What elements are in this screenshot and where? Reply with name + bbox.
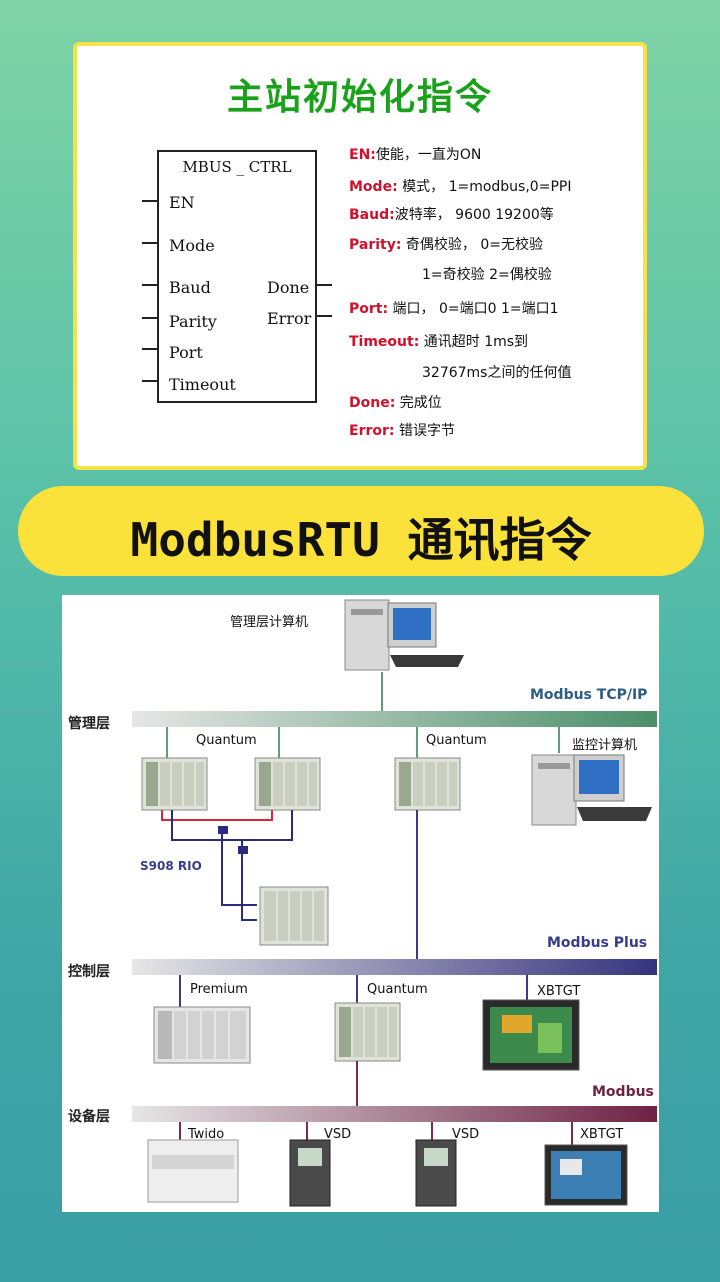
xbtgt-hmi-icon: [482, 999, 580, 1071]
net-tcp-label: Modbus TCP/IP: [530, 687, 648, 703]
desc-done: Done: 完成位: [349, 395, 442, 411]
desc-mode: Mode: 模式， 1=modbus,0=PPI: [349, 179, 572, 195]
mgmt-node-monitor: 监控计算机: [572, 738, 638, 753]
quantum-plc-icon: [394, 757, 461, 811]
wire-mode: [142, 242, 157, 244]
pin-mode: Mode: [169, 236, 215, 255]
init-instruction-card: 主站初始化指令 MBUS _ CTRL EN Mode Baud Parity …: [73, 42, 647, 470]
ctrl-node-quantum: Quantum: [367, 982, 428, 997]
layer-dev-label: 设备层: [68, 1109, 110, 1125]
bus-tcp: [132, 711, 657, 727]
mgmt-node-quantum-1: Quantum: [196, 733, 257, 748]
quantum-plc-icon: [141, 757, 208, 811]
pin-port: Port: [169, 343, 203, 362]
wire-timeout: [142, 380, 157, 382]
dev-node-xbtgt: XBTGT: [580, 1127, 624, 1142]
layer-ctrl-label: 控制层: [68, 964, 110, 980]
wire-parity: [142, 317, 157, 319]
mgmt-node-quantum-2: Quantum: [426, 733, 487, 748]
pin-parity: Parity: [169, 312, 217, 331]
wire-baud: [142, 284, 157, 286]
network-svg: [132, 599, 657, 1207]
pin-timeout: Timeout: [169, 375, 236, 394]
wire-done: [317, 284, 332, 286]
rio-label: S908 RIO: [140, 859, 202, 873]
xbtgt-hmi-icon: [544, 1144, 628, 1206]
desc-timeout: Timeout: 通讯超时 1ms到: [349, 334, 529, 350]
vsd-drive-icon: [415, 1139, 457, 1207]
pin-baud: Baud: [169, 278, 211, 297]
dev-node-twido: Twido: [188, 1127, 225, 1142]
dev-node-vsd-1: VSD: [324, 1127, 352, 1142]
computer-icon: [344, 599, 464, 671]
desc-baud: Baud:波特率， 9600 19200等: [349, 207, 554, 223]
twido-plc-icon: [147, 1139, 239, 1203]
desc-parity-2: 1=奇校验 2=偶校验: [422, 267, 552, 283]
bus-plus: [132, 959, 657, 975]
quantum-plc-icon: [254, 757, 321, 811]
desc-port: Port: 端口， 0=端口0 1=端口1: [349, 301, 559, 317]
wire-en: [142, 200, 157, 202]
pin-error: Error: [267, 309, 312, 328]
wire-port: [142, 348, 157, 350]
top-computer-label: 管理层计算机: [230, 615, 309, 630]
net-modbus-label: Modbus: [592, 1084, 654, 1100]
title-banner: ModbusRTU 通讯指令: [18, 486, 704, 576]
rio-drop-icon: [259, 886, 329, 946]
layer-mgmt-label: 管理层: [68, 716, 110, 732]
block-name: MBUS _ CTRL: [182, 158, 292, 176]
premium-plc-icon: [153, 1006, 251, 1064]
desc-en: EN:使能，一直为ON: [349, 147, 482, 163]
net-plus-label: Modbus Plus: [547, 935, 648, 951]
banner-title: ModbusRTU 通讯指令: [130, 513, 592, 567]
ctrl-node-premium: Premium: [190, 982, 248, 997]
dev-node-vsd-2: VSD: [452, 1127, 480, 1142]
card-title: 主站初始化指令: [226, 77, 493, 118]
desc-parity: Parity: 奇偶校验， 0=无校验: [349, 237, 543, 253]
mbus-ctrl-block: MBUS _ CTRL EN Mode Baud Parity Port Tim…: [157, 150, 317, 403]
ctrl-node-xbtgt: XBTGT: [537, 984, 581, 999]
vsd-drive-icon: [289, 1139, 331, 1207]
network-diagram: 管理层计算机 Modbus TCP/IP 管理层 Quantum Quantum…: [62, 595, 659, 1212]
pin-en: EN: [169, 193, 195, 212]
monitor-computer-icon: [531, 754, 652, 826]
bus-modbus: [132, 1106, 657, 1122]
pin-done: Done: [267, 278, 310, 297]
wire-error: [317, 315, 332, 317]
desc-error: Error: 错误字节: [349, 423, 455, 439]
quantum-plc-icon: [334, 1002, 401, 1062]
desc-timeout-2: 32767ms之间的任何值: [422, 365, 572, 381]
